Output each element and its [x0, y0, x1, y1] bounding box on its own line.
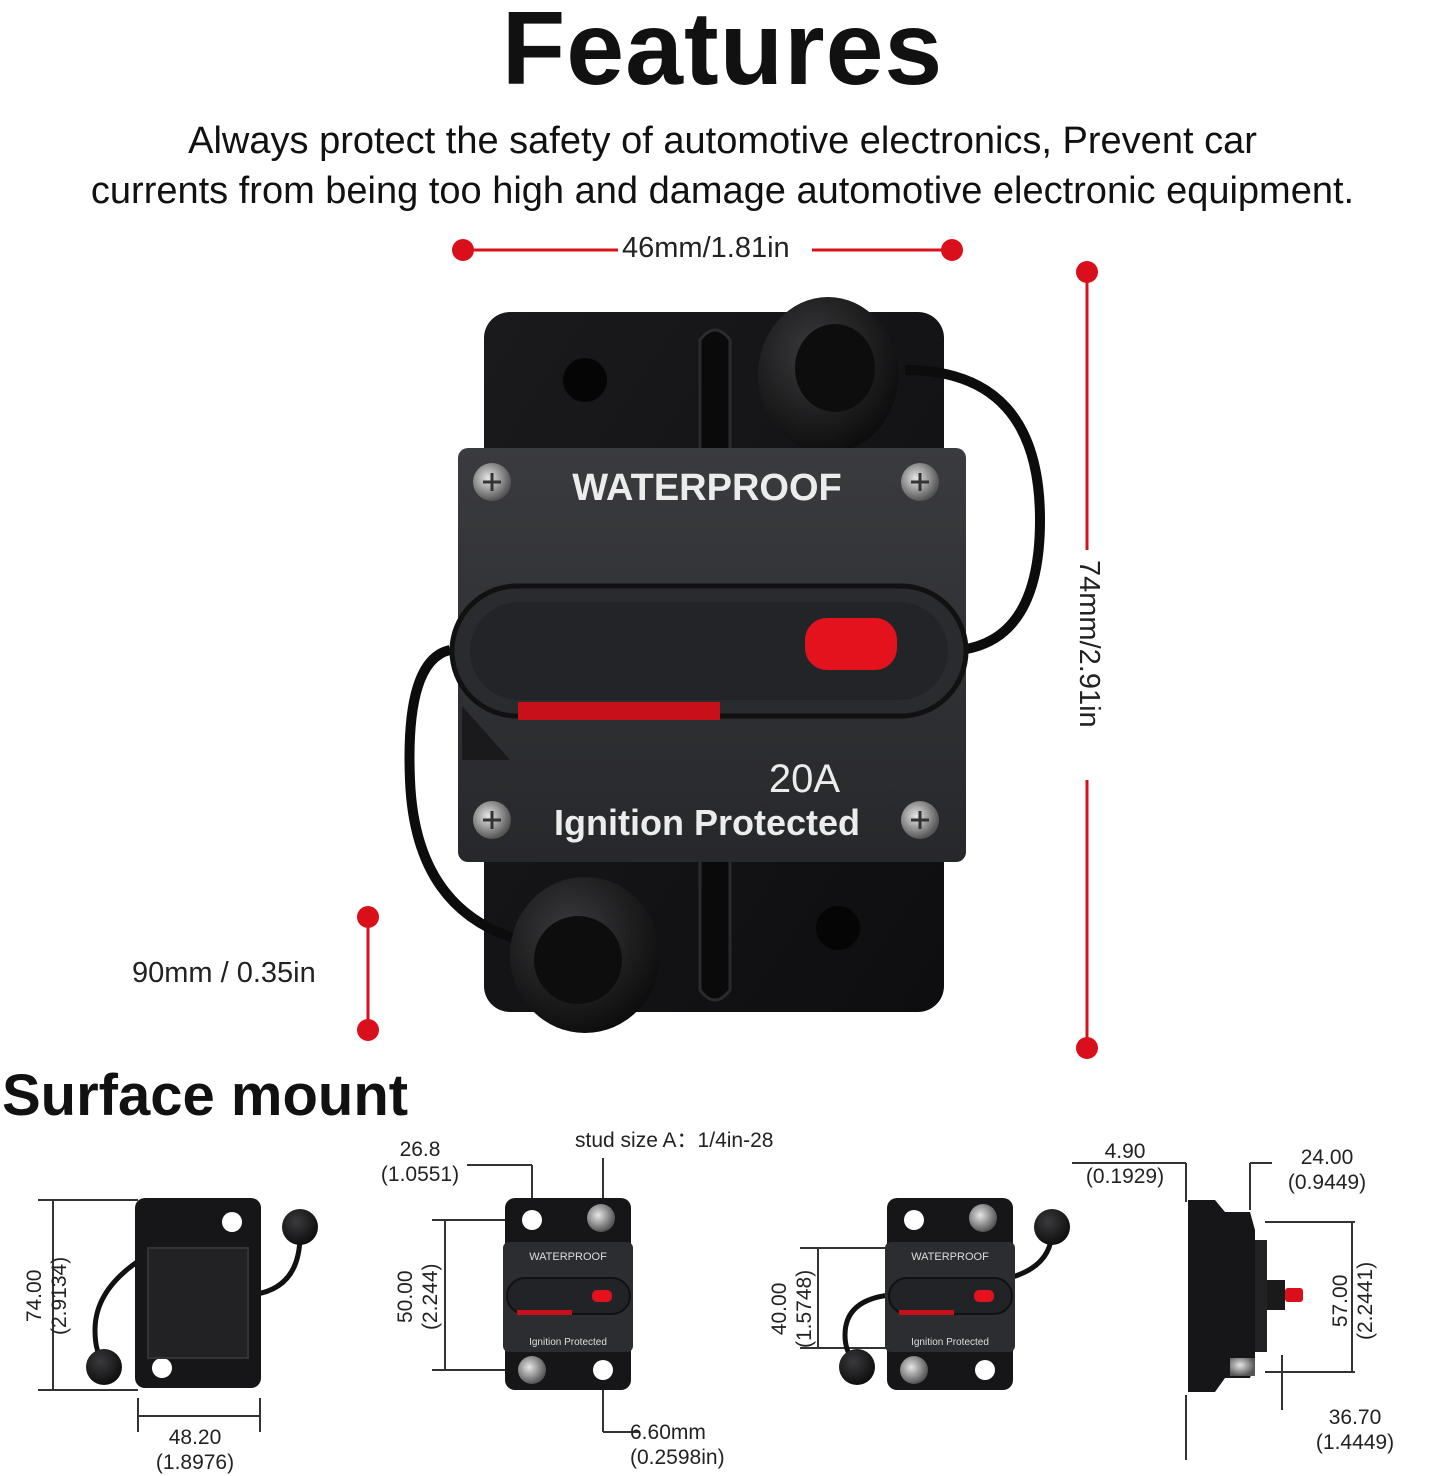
- front-b-height-label: 40.00 (1.5748): [768, 1269, 816, 1348]
- width-label: 46mm/1.81in: [622, 232, 790, 264]
- side-depth-label: 24.00 (0.9449): [1287, 1146, 1367, 1194]
- height-dimension-line: [1076, 261, 1098, 1059]
- section-title-surface-mount: Surface mount: [2, 1063, 409, 1128]
- back-width-label: 48.20 (1.8976): [155, 1426, 235, 1474]
- front-a-waterproof: WATERPROOF: [529, 1251, 607, 1263]
- hole-diameter-label: 6.60mm (0.2598in): [630, 1421, 725, 1469]
- front-a-hole-spacing-label: 50.00 (2.244): [394, 1263, 442, 1330]
- surface-mount-drawings: WATERPROOF Ignition Protected WATERPROOF…: [38, 1158, 1355, 1460]
- side-total-label: 36.70 (1.4449): [1315, 1406, 1395, 1454]
- front-b-ignition: Ignition Protected: [911, 1337, 989, 1348]
- back-height-label: 74.00 (2.9134): [23, 1256, 71, 1335]
- subtitle-line-2: currents from being too high and damage …: [90, 170, 1355, 212]
- page-title: Features: [501, 0, 944, 107]
- height-label: 74mm/2.91in: [1073, 560, 1105, 728]
- amp-rating: 20A: [769, 757, 840, 801]
- side-height-label: 57.00 (2.2441): [1329, 1261, 1377, 1340]
- front-view-b: WATERPROOF Ignition Protected: [800, 1198, 1070, 1390]
- front-a-offset-label: 26.8 (1.0551): [380, 1138, 460, 1186]
- page-subtitle: Always protect the safety of automotive …: [0, 116, 1445, 216]
- back-view: [38, 1198, 318, 1432]
- waterproof-label: WATERPROOF: [572, 467, 842, 509]
- depth-label: 90mm / 0.35in: [132, 957, 316, 989]
- plate-thickness-label: 4.90 (0.1929): [1085, 1140, 1165, 1188]
- front-view-a: WATERPROOF Ignition Protected: [432, 1158, 640, 1433]
- ignition-protected-label: Ignition Protected: [554, 802, 860, 843]
- subtitle-line-1: Always protect the safety of automotive …: [188, 120, 1257, 162]
- main-product-illustration: WATERPROOF 20A Ignition Protected: [357, 239, 1098, 1059]
- front-a-ignition: Ignition Protected: [529, 1337, 607, 1348]
- red-trip-strip: [518, 702, 720, 720]
- trip-indicator: [805, 618, 897, 670]
- front-b-waterproof: WATERPROOF: [911, 1251, 989, 1263]
- depth-dimension-line: [357, 906, 379, 1041]
- side-view: [1072, 1162, 1355, 1460]
- width-dimension-line: [452, 239, 963, 261]
- stud-size-label: stud size A：1/4in-28: [575, 1129, 774, 1152]
